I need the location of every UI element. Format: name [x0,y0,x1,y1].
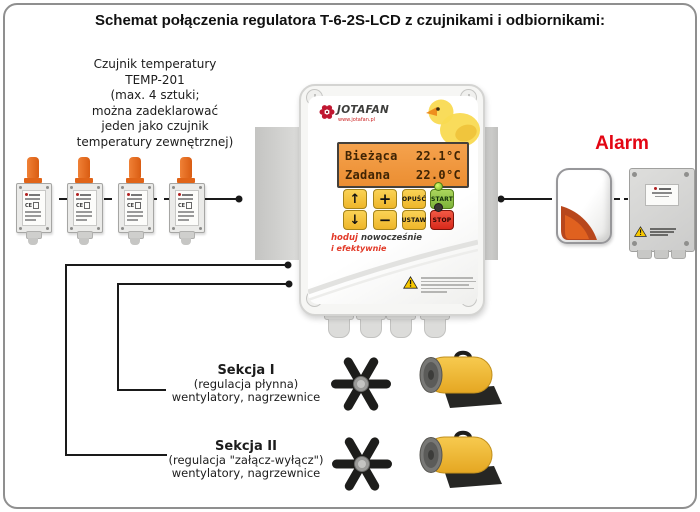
lcd-setpoint-label: Zadana [345,167,391,182]
minus-icon: − [378,211,392,229]
fan-icon [332,437,392,491]
down-arrow-icon: ↓ [349,212,361,228]
sensor-description-line: (max. 4 sztuki; [110,88,200,102]
up-arrow-icon: ↑ [349,191,361,207]
ce-mark: CE [25,202,33,209]
screw-icon [632,172,637,177]
lcd-display: Bieżąca 22.1°C Zadana 22.0°C [337,142,469,188]
up-button: ↑ [343,189,367,209]
lcd-current-value: 22.1°C [415,148,461,163]
panel-swoosh [308,239,478,302]
lcd-row-setpoint: Zadana 22.0°C [345,168,461,182]
sensor-label: CE [175,190,199,226]
alarm-module-label [645,184,679,206]
warning-triangle-icon [634,226,647,237]
sensor-description-line: TEMP-201 [125,72,185,87]
temp-sensor-3: CE [117,157,154,245]
siren-lens-icon [561,206,597,240]
brand-name: JOTAFAN [337,104,390,116]
sensor-description-line: można zadeklarować [91,103,219,118]
alarm-siren [556,168,612,244]
sensor-label: CE [73,190,97,226]
section-mode: (regulacja płynna) [193,377,299,391]
sensor-label-logo-icon [76,193,79,196]
section-name: Sekcja I [217,363,275,378]
plus-button: + [373,189,397,209]
sensor-label-logo-icon [25,193,28,196]
screw-icon [684,172,689,177]
ce-mark: CE [178,202,186,209]
ustaw-button: USTAW [402,210,426,230]
sensor-label-logo-icon [178,193,181,196]
start-led-icon [434,182,443,191]
sensor-body: CE [169,183,205,233]
ce-mark: CE [127,202,135,209]
sensor-description-line: jeden jako czujnik [101,119,209,133]
weee-icon [186,202,193,209]
sensor-body: CE [67,183,103,233]
sensor-probe-cap [27,157,39,178]
slogan-line2: i efektywnie [331,244,387,253]
lcd-setpoint-value: 22.0°C [415,167,461,182]
section-devices: wentylatory, nagrzewnice [171,466,321,480]
minus-button: − [373,210,397,230]
cable-gland [654,250,669,259]
diagram-title: Schemat połączenia regulatora T-6-2S-LCD… [94,12,606,29]
jotafan-logo-icon [319,105,335,119]
section-name: Sekcja II [215,439,277,454]
ce-mark: CE [76,202,84,209]
lcd-current-label: Bieżąca [345,148,398,163]
alarm-sticker-fine-print [650,228,676,237]
regulator-mount-flange-left [255,127,300,260]
lcd-row-current: Bieżąca 22.1°C [345,149,461,163]
sensor-body: CE [16,183,52,233]
outer-border [3,3,697,509]
weee-icon [84,202,91,209]
section-2: Sekcja II (regulacja "załącz-wyłącz") we… [150,440,342,480]
sensor-probe-cap [129,157,141,178]
stop-button: STOP [430,210,454,230]
sensor-label: CE [22,190,46,226]
sensor-label: CE [124,190,148,226]
heater-icon [419,350,502,408]
brand-website: www.jotafan.pl [338,117,376,123]
sensor-probe-cap [180,157,192,178]
chick-icon [426,99,480,147]
opusc-button: OPUŚĆ [402,189,426,209]
warning-fine-print [421,277,476,295]
sensor-body: CE [118,183,154,233]
screw-icon [632,241,637,246]
cable-gland [637,250,652,259]
heater-icon [419,430,502,488]
sensor-label-logo-icon [127,193,130,196]
plus-icon: + [378,190,392,208]
down-button: ↓ [343,210,367,230]
weee-icon [135,202,142,209]
section-mode: (regulacja "załącz-wyłącz") [168,453,324,467]
alarm-module-box [629,168,695,252]
section-1: Sekcja I (regulacja płynna) wentylatory,… [150,364,342,404]
temp-sensor-2: CE [66,157,103,245]
sensor-description-line: Czujnik temperatury [93,57,217,71]
fan-icon [331,357,391,411]
stop-led-icon [434,203,443,212]
screw-icon [684,241,689,246]
alarm-label: Alarm [595,133,649,154]
sensor-probe-cap [78,157,90,178]
sensor-description: Czujnik temperatury TEMP-201 (max. 4 szt… [40,57,270,150]
weee-icon [33,202,40,209]
sensor-description-line: temperatury zewnętrznej) [76,134,234,149]
temp-sensor-4: CE [168,157,205,245]
section-devices: wentylatory, nagrzewnice [171,390,321,404]
warning-triangle-icon [403,276,418,289]
temp-sensor-1: CE [15,157,52,245]
cable-gland [671,250,686,259]
